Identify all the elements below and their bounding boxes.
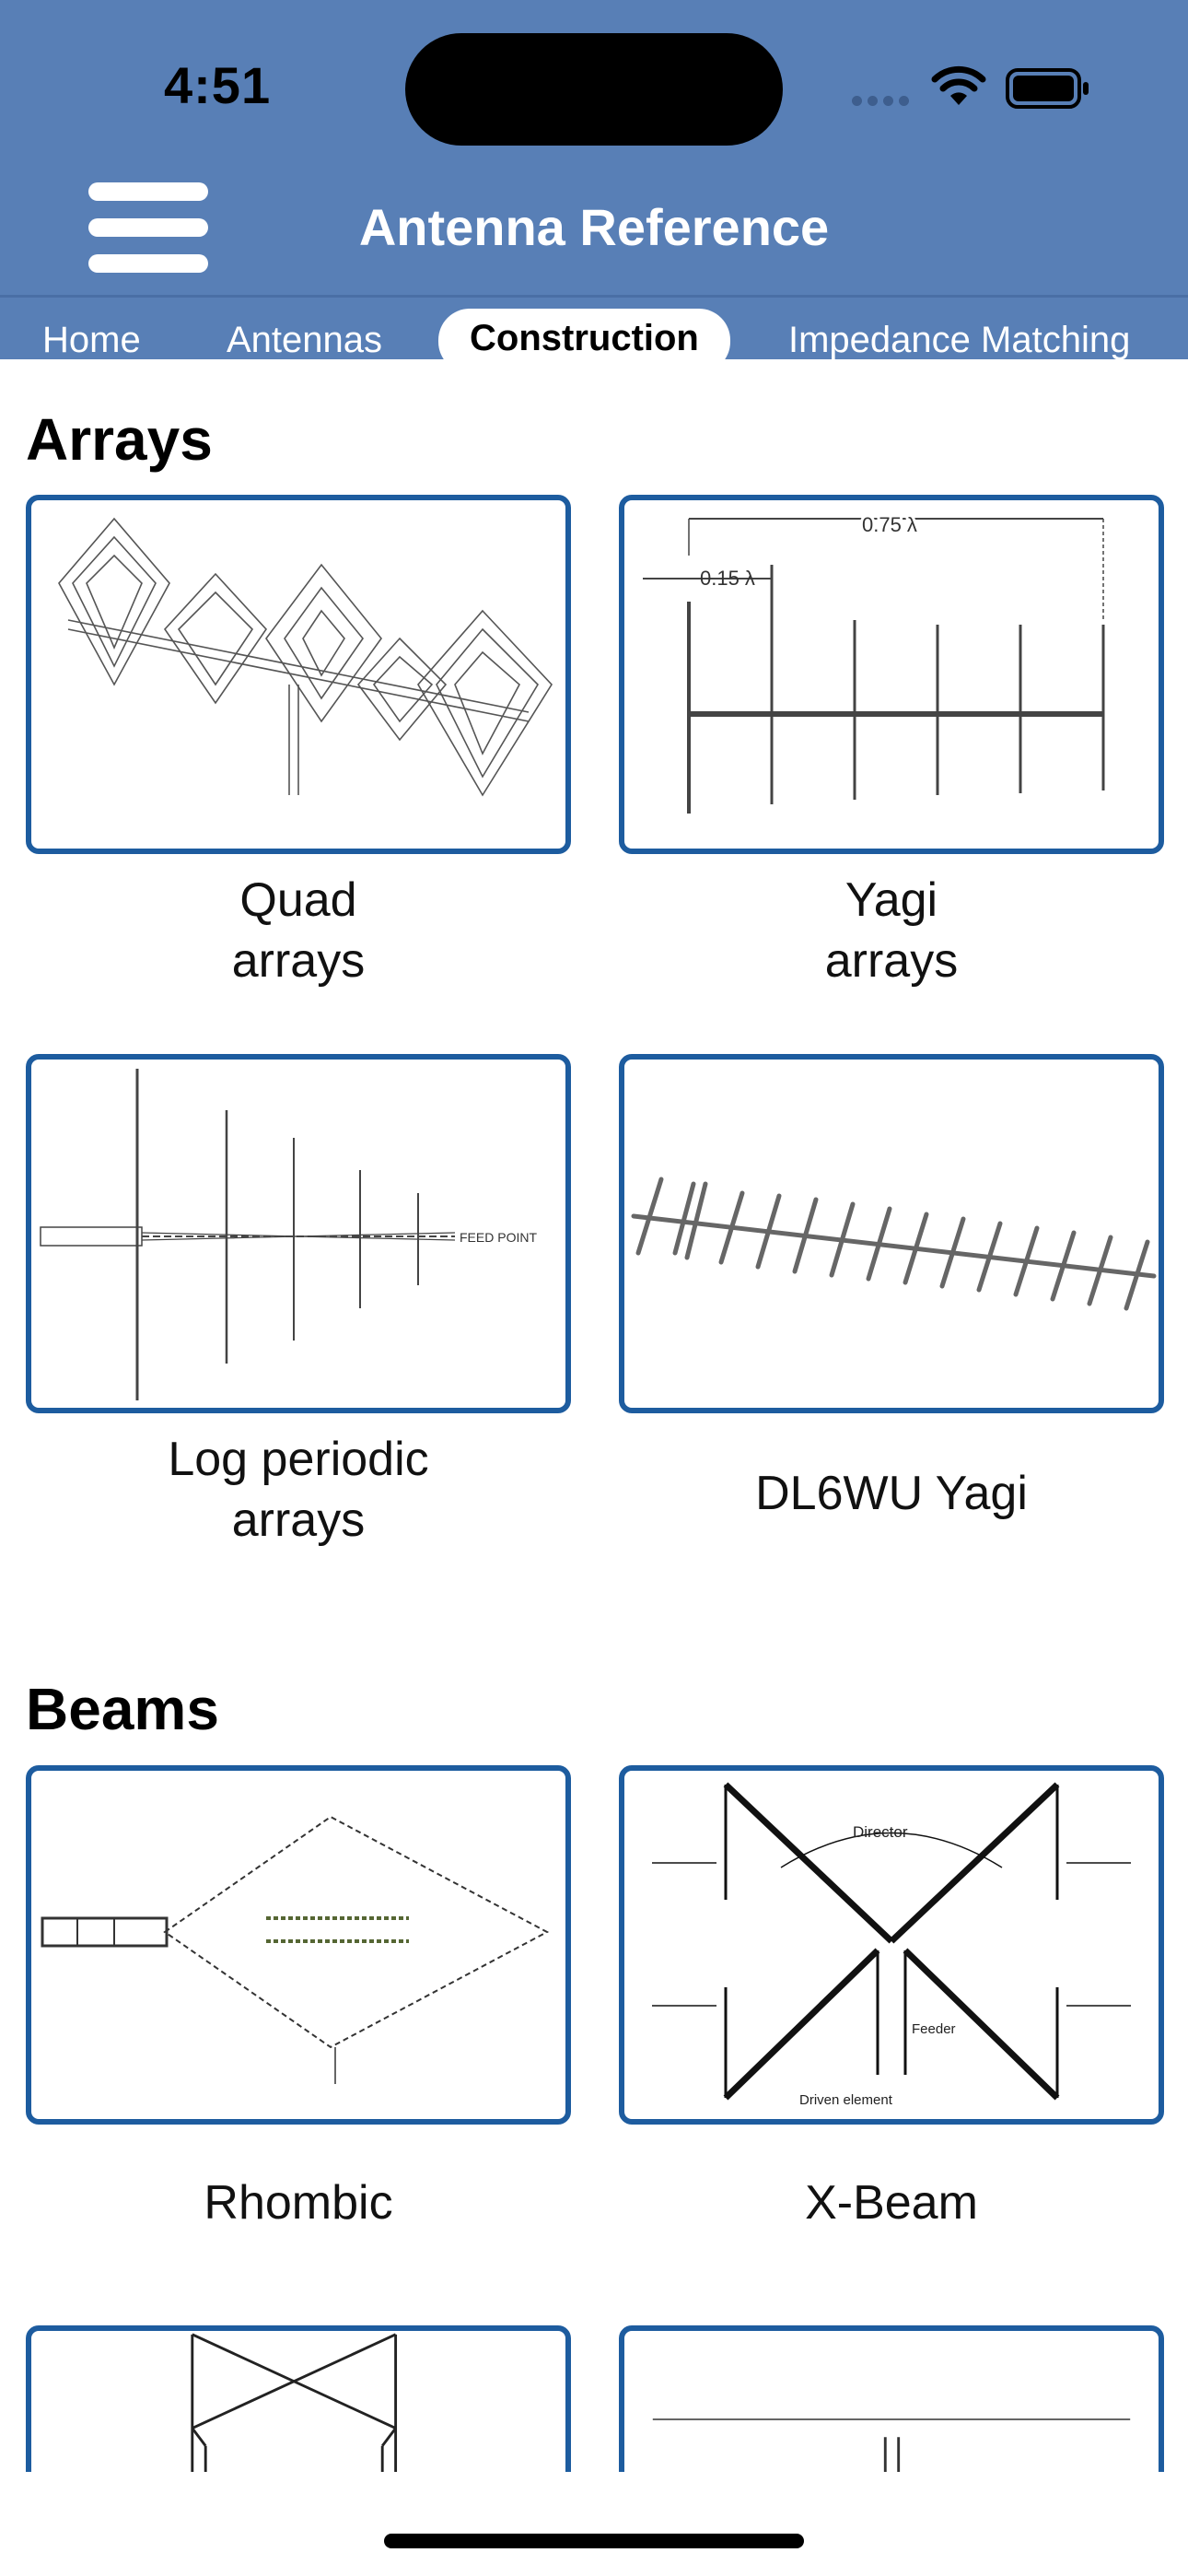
quad-arrays-diagram bbox=[58, 517, 553, 797]
home-indicator[interactable] bbox=[384, 2534, 804, 2548]
tab-impedance-matching[interactable]: Impedance Matching bbox=[788, 320, 1131, 359]
rhombic-diagram bbox=[41, 1815, 550, 2084]
rhombic-label[interactable]: Rhombic bbox=[204, 2176, 393, 2230]
x-beam-label[interactable]: X-Beam bbox=[805, 2176, 978, 2230]
log-periodic-card[interactable]: FEED POINT bbox=[26, 1054, 571, 1413]
tab-construction[interactable]: Construction bbox=[438, 309, 730, 359]
yagi-arrays-diagram: 0.75 λ 0.15 λ bbox=[643, 510, 1105, 814]
section-title-beams: Beams bbox=[26, 1676, 219, 1742]
dl6wu-yagi-card[interactable] bbox=[619, 1054, 1164, 1413]
quad-arrays-card[interactable] bbox=[26, 495, 571, 854]
yagi-arrays-card[interactable]: 0.75 λ 0.15 λ bbox=[619, 495, 1164, 854]
dl6wu-yagi-diagram bbox=[631, 1177, 1157, 1311]
yagi-spacing-annotation: 0.15 λ bbox=[700, 567, 755, 590]
x-beam-diagram: Director Feeder Driven element bbox=[652, 1782, 1131, 2108]
signal-dots-icon bbox=[852, 94, 914, 111]
tab-bar: Home Antennas Construction Impedance Mat… bbox=[0, 295, 1188, 359]
dl6wu-yagi-label[interactable]: DL6WU Yagi bbox=[755, 1467, 1028, 1520]
log-periodic-diagram: FEED POINT bbox=[40, 1069, 537, 1400]
yagi-length-annotation: 0.75 λ bbox=[862, 513, 917, 536]
battery-icon bbox=[1006, 68, 1089, 109]
director-annotation: Director bbox=[853, 1823, 908, 1841]
rhombic-card[interactable] bbox=[26, 1765, 571, 2125]
status-time: 4:51 bbox=[164, 56, 272, 114]
feed-point-annotation: FEED POINT bbox=[460, 1230, 537, 1245]
wifi-icon bbox=[931, 65, 986, 105]
app-header: 4:51 Antenna Reference bbox=[0, 0, 1188, 295]
tab-home[interactable]: Home bbox=[42, 320, 141, 359]
dynamic-island bbox=[405, 33, 783, 146]
hamburger-menu-icon bbox=[88, 182, 208, 201]
driven-element-annotation: Driven element bbox=[799, 2092, 893, 2108]
bottom-safe-area bbox=[0, 2472, 1188, 2576]
section-title-arrays: Arrays bbox=[26, 406, 213, 473]
feeder-annotation: Feeder bbox=[912, 2021, 956, 2037]
menu-button[interactable] bbox=[88, 182, 208, 273]
x-beam-card[interactable]: Director Feeder Driven element bbox=[619, 1765, 1164, 2125]
tab-antennas[interactable]: Antennas bbox=[227, 320, 383, 359]
app-title: Antenna Reference bbox=[358, 198, 830, 256]
